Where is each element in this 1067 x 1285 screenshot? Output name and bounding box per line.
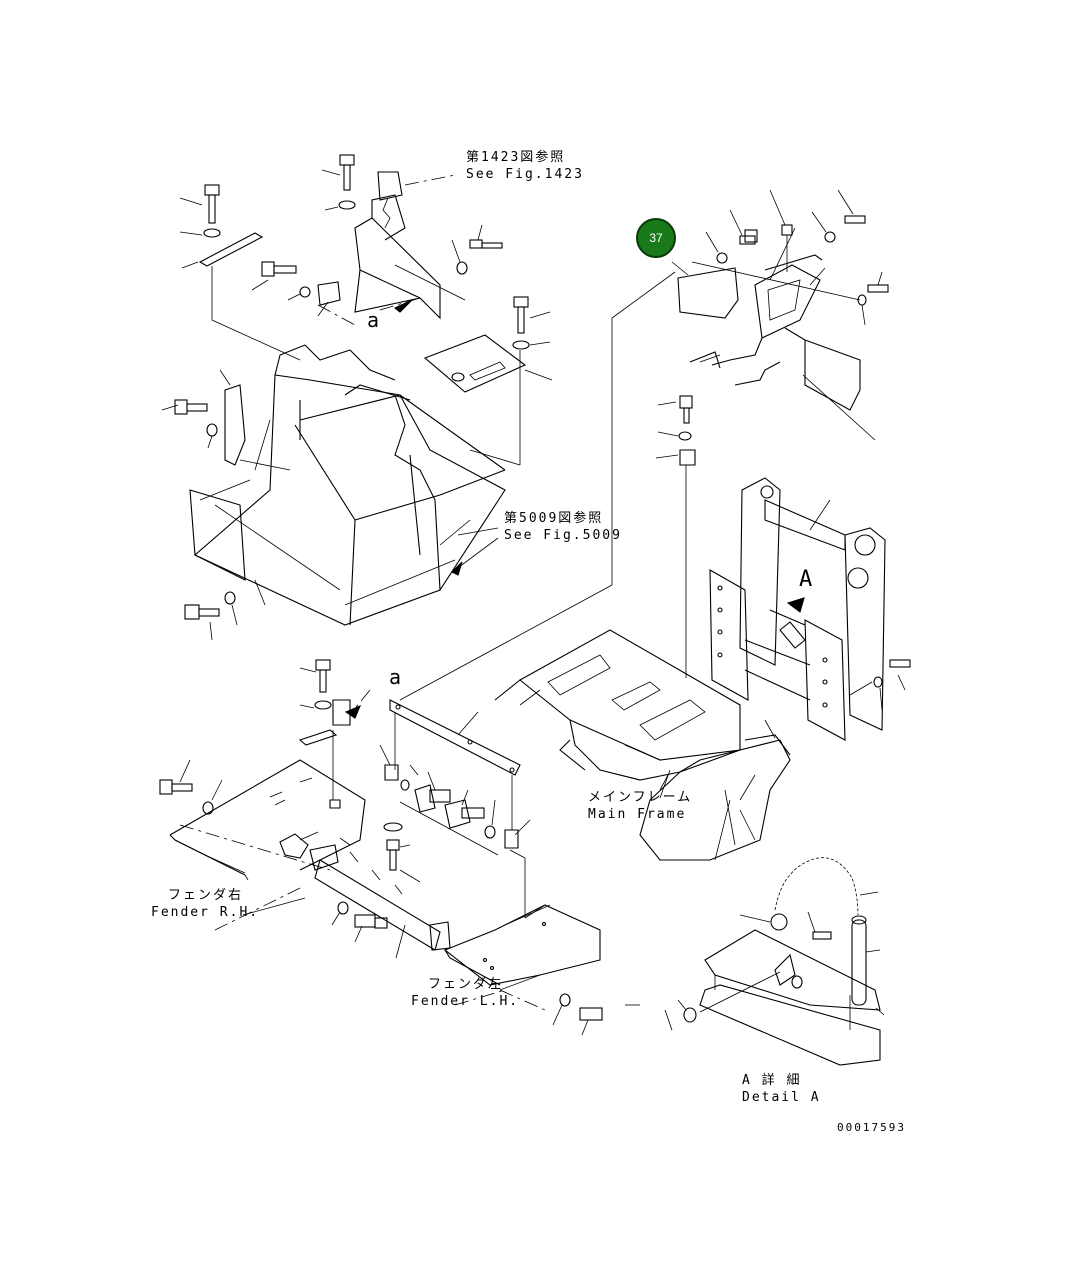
- label-leaders: [242, 527, 671, 991]
- ref-fig5009-en: See Fig.5009: [504, 528, 622, 543]
- ref-fig5009-jp: 第5009図参照: [504, 511, 604, 526]
- cab-floor-assembly: [189, 344, 506, 626]
- main-frame-label-en: Main Frame: [588, 807, 687, 822]
- upper-left-bolts: [161, 154, 356, 641]
- rear-posts: [709, 477, 911, 741]
- detail-a-pin-assembly: [664, 857, 885, 1066]
- main-frame: [494, 629, 791, 861]
- view-mark-a-upper: a: [367, 308, 380, 332]
- bracket-fig1423: [354, 171, 553, 466]
- detail-a-label-jp: A 詳 細: [742, 1073, 802, 1088]
- fender-assembly: [159, 659, 640, 1036]
- fender-rh-label-jp: フェンダ右: [168, 888, 244, 903]
- drawing-number: 00017593: [837, 1121, 906, 1134]
- view-mark-A: A: [799, 567, 813, 592]
- ref-fig1423-jp: 第1423図参照: [466, 150, 566, 165]
- upper-right-bracket-assembly: [399, 189, 889, 701]
- view-mark-a-lower: a: [389, 665, 402, 689]
- callout-badge-37[interactable]: 37: [636, 218, 676, 258]
- callout-number: 37: [649, 231, 663, 245]
- ref-fig1423-en: See Fig.1423: [466, 167, 584, 182]
- fender-lh-label-jp: フェンダ左: [428, 977, 504, 992]
- fender-lh-label-en: Fender L.H.: [411, 994, 520, 1009]
- fender-rh-label-en: Fender R.H.: [151, 905, 260, 920]
- detail-a-label-en: Detail A: [742, 1090, 821, 1105]
- main-frame-label-jp: メインフレーム: [588, 790, 693, 805]
